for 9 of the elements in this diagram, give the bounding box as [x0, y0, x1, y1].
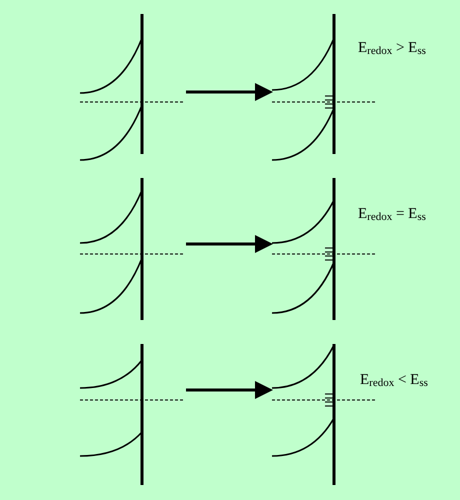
energy-relation-label: E$_{redox}$ > E$_{ss}$	[358, 40, 426, 57]
energy-relation-label: E$_{redox}$ < E$_{ss}$	[360, 372, 428, 389]
band-diagram-drawing	[78, 342, 186, 487]
arrow	[186, 235, 273, 253]
arrow	[186, 381, 273, 399]
energy-relation-label: E$_{redox}$ = E$_{ss}$	[358, 206, 426, 223]
arrow	[186, 83, 273, 101]
band-diagram-drawing	[78, 176, 186, 322]
band-diagram-drawing	[78, 12, 186, 162]
